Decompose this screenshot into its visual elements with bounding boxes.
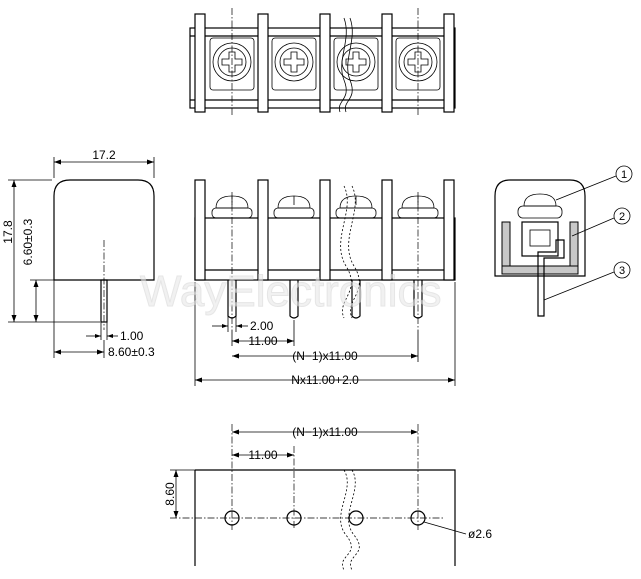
pitch-dim: 11.00 [248,334,277,348]
side-view: 17.2 17.8 6.60±0.3 1.00 8.60±0.3 [1,148,155,359]
fp-row-dim: 8.60 [163,482,177,506]
callout-1: 1 [621,169,627,181]
pin-offset-dim: 8.60±0.3 [108,345,155,359]
height-dim: 17.8 [1,220,15,244]
fp-hole-dim: ø2.6 [468,527,492,541]
pin-dim: 2.00 [250,319,274,333]
top-view [189,8,456,116]
front-screw-2 [273,195,315,219]
pin-height-dim: 6.60±0.3 [21,218,35,265]
fp-pitch-dim: 11.00 [248,448,277,462]
callout-2: 2 [619,211,625,223]
pcb-footprint: (N−1)x11.00 11.00 8.60 ø2.6 [163,424,492,571]
top-screw-3 [333,37,379,91]
span-dim: (N−1)x11.00 [292,349,358,363]
pin-width-dim: 1.00 [120,329,144,343]
width-dim: 17.2 [92,148,116,162]
front-screw-3 [335,195,377,219]
watermark: WayElectronics [140,267,442,316]
top-screw-2 [271,37,317,91]
total-dim: Nx11.00+2.0 [291,373,359,387]
section-view: 1 2 3 [494,165,633,317]
fp-span-dim: (N−1)x11.00 [292,425,358,439]
front-view: 2.00 11.00 (N−1)x11.00 Nx11.00+2.0 [194,179,456,387]
callout-3: 3 [619,265,625,277]
